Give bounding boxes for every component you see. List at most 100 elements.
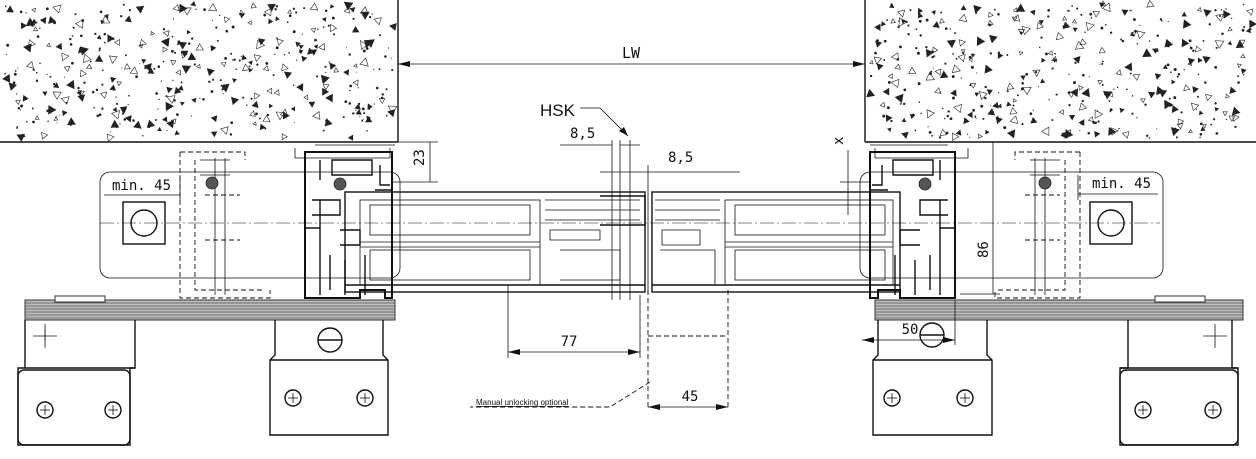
concrete-speck xyxy=(160,80,163,82)
concrete-speck xyxy=(1025,72,1029,76)
concrete-speck xyxy=(182,7,192,16)
concrete-speck xyxy=(1177,73,1181,76)
concrete-speck xyxy=(259,123,266,131)
concrete-speck xyxy=(178,41,188,50)
concrete-speck xyxy=(944,62,947,65)
concrete-speck xyxy=(946,114,950,118)
concrete-speck xyxy=(208,80,211,84)
concrete-speck xyxy=(187,52,197,61)
concrete-speck xyxy=(210,45,217,52)
concrete-speck xyxy=(170,60,177,66)
concrete-speck xyxy=(1094,131,1101,138)
concrete-speck xyxy=(869,74,873,78)
frame-profile-left xyxy=(304,151,393,299)
concrete-speck xyxy=(171,35,174,38)
concrete-speck xyxy=(940,11,943,14)
dim-8-5-lower: 8,5 xyxy=(600,150,740,295)
concrete-speck xyxy=(69,37,72,41)
concrete-speck xyxy=(946,39,956,49)
concrete-speck xyxy=(203,8,206,11)
concrete-speck xyxy=(1156,34,1159,37)
concrete-speck xyxy=(1250,28,1252,30)
concrete-speck xyxy=(5,53,7,56)
concrete-speck xyxy=(69,43,73,46)
concrete-speck xyxy=(978,91,988,101)
leaf-right xyxy=(651,191,901,293)
concrete-speck xyxy=(135,5,145,14)
concrete-speck xyxy=(1241,28,1245,32)
concrete-speck xyxy=(31,107,34,110)
concrete-speck xyxy=(23,43,32,53)
concrete-speck xyxy=(898,20,900,22)
concrete-speck xyxy=(1052,58,1058,63)
concrete-speck xyxy=(896,58,900,61)
concrete-speck xyxy=(1220,9,1223,11)
concrete-speck xyxy=(885,114,893,122)
concrete-speck xyxy=(63,65,71,72)
concrete-speck xyxy=(354,103,361,110)
concrete-speck xyxy=(55,42,63,51)
concrete-speck xyxy=(951,132,960,142)
concrete-speck xyxy=(317,28,319,31)
concrete-speck xyxy=(20,104,24,108)
concrete-speck xyxy=(91,90,95,94)
concrete-speck xyxy=(375,86,379,90)
concrete-speck xyxy=(1132,73,1140,81)
concrete-speck xyxy=(1009,115,1019,125)
concrete-speck xyxy=(918,101,921,103)
concrete-speck xyxy=(1006,101,1012,107)
concrete-speck xyxy=(343,69,349,76)
concrete-speck xyxy=(1190,102,1200,112)
concrete-speck xyxy=(939,18,945,24)
concrete-speck xyxy=(284,71,293,79)
concrete-speck xyxy=(915,28,918,31)
concrete-speck xyxy=(1062,15,1068,21)
concrete-speck xyxy=(103,32,107,36)
concrete-speck xyxy=(55,116,57,118)
wall-left xyxy=(0,0,399,143)
concrete-speck xyxy=(122,3,125,6)
concrete-speck xyxy=(333,67,340,73)
concrete-speck xyxy=(977,133,983,139)
concrete-speck xyxy=(373,68,375,71)
concrete-speck xyxy=(224,57,227,60)
concrete-speck xyxy=(1064,129,1074,139)
concrete-speck xyxy=(925,18,929,22)
concrete-speck xyxy=(1210,123,1212,126)
concrete-speck xyxy=(390,57,392,59)
concrete-speck xyxy=(191,97,197,104)
concrete-speck xyxy=(318,43,326,51)
concrete-speck xyxy=(253,54,262,62)
dim-23-text: 23 xyxy=(412,149,428,166)
concrete-speck xyxy=(39,62,41,65)
concrete-speck xyxy=(1222,111,1228,117)
concrete-speck xyxy=(1231,106,1241,116)
concrete-speck xyxy=(1098,46,1106,54)
concrete-speck xyxy=(303,94,309,101)
concrete-speck xyxy=(925,71,936,81)
concrete-speck xyxy=(238,9,245,16)
concrete-speck xyxy=(138,43,143,49)
concrete-speck xyxy=(39,27,41,30)
concrete-speck xyxy=(1100,26,1104,30)
concrete-speck xyxy=(1132,18,1136,21)
concrete-speck xyxy=(177,85,184,91)
concrete-speck xyxy=(934,87,942,94)
concrete-speck xyxy=(1148,137,1151,139)
concrete-speck xyxy=(988,11,994,18)
concrete-speck xyxy=(281,63,289,72)
concrete-speck xyxy=(984,64,993,74)
concrete-speck xyxy=(1103,93,1107,96)
min45-left-dim: min. 45 xyxy=(104,175,181,200)
base-rail-right xyxy=(874,295,1244,321)
concrete-speck xyxy=(1237,81,1240,84)
concrete-speck xyxy=(984,85,987,89)
concrete-speck xyxy=(1097,120,1100,123)
concrete-speck xyxy=(952,96,955,100)
concrete-speck xyxy=(976,36,986,47)
concrete-speck xyxy=(240,55,243,57)
concrete-speck xyxy=(1084,31,1086,34)
concrete-speck xyxy=(1167,20,1169,23)
concrete-speck xyxy=(974,92,980,97)
concrete-speck xyxy=(53,116,59,121)
